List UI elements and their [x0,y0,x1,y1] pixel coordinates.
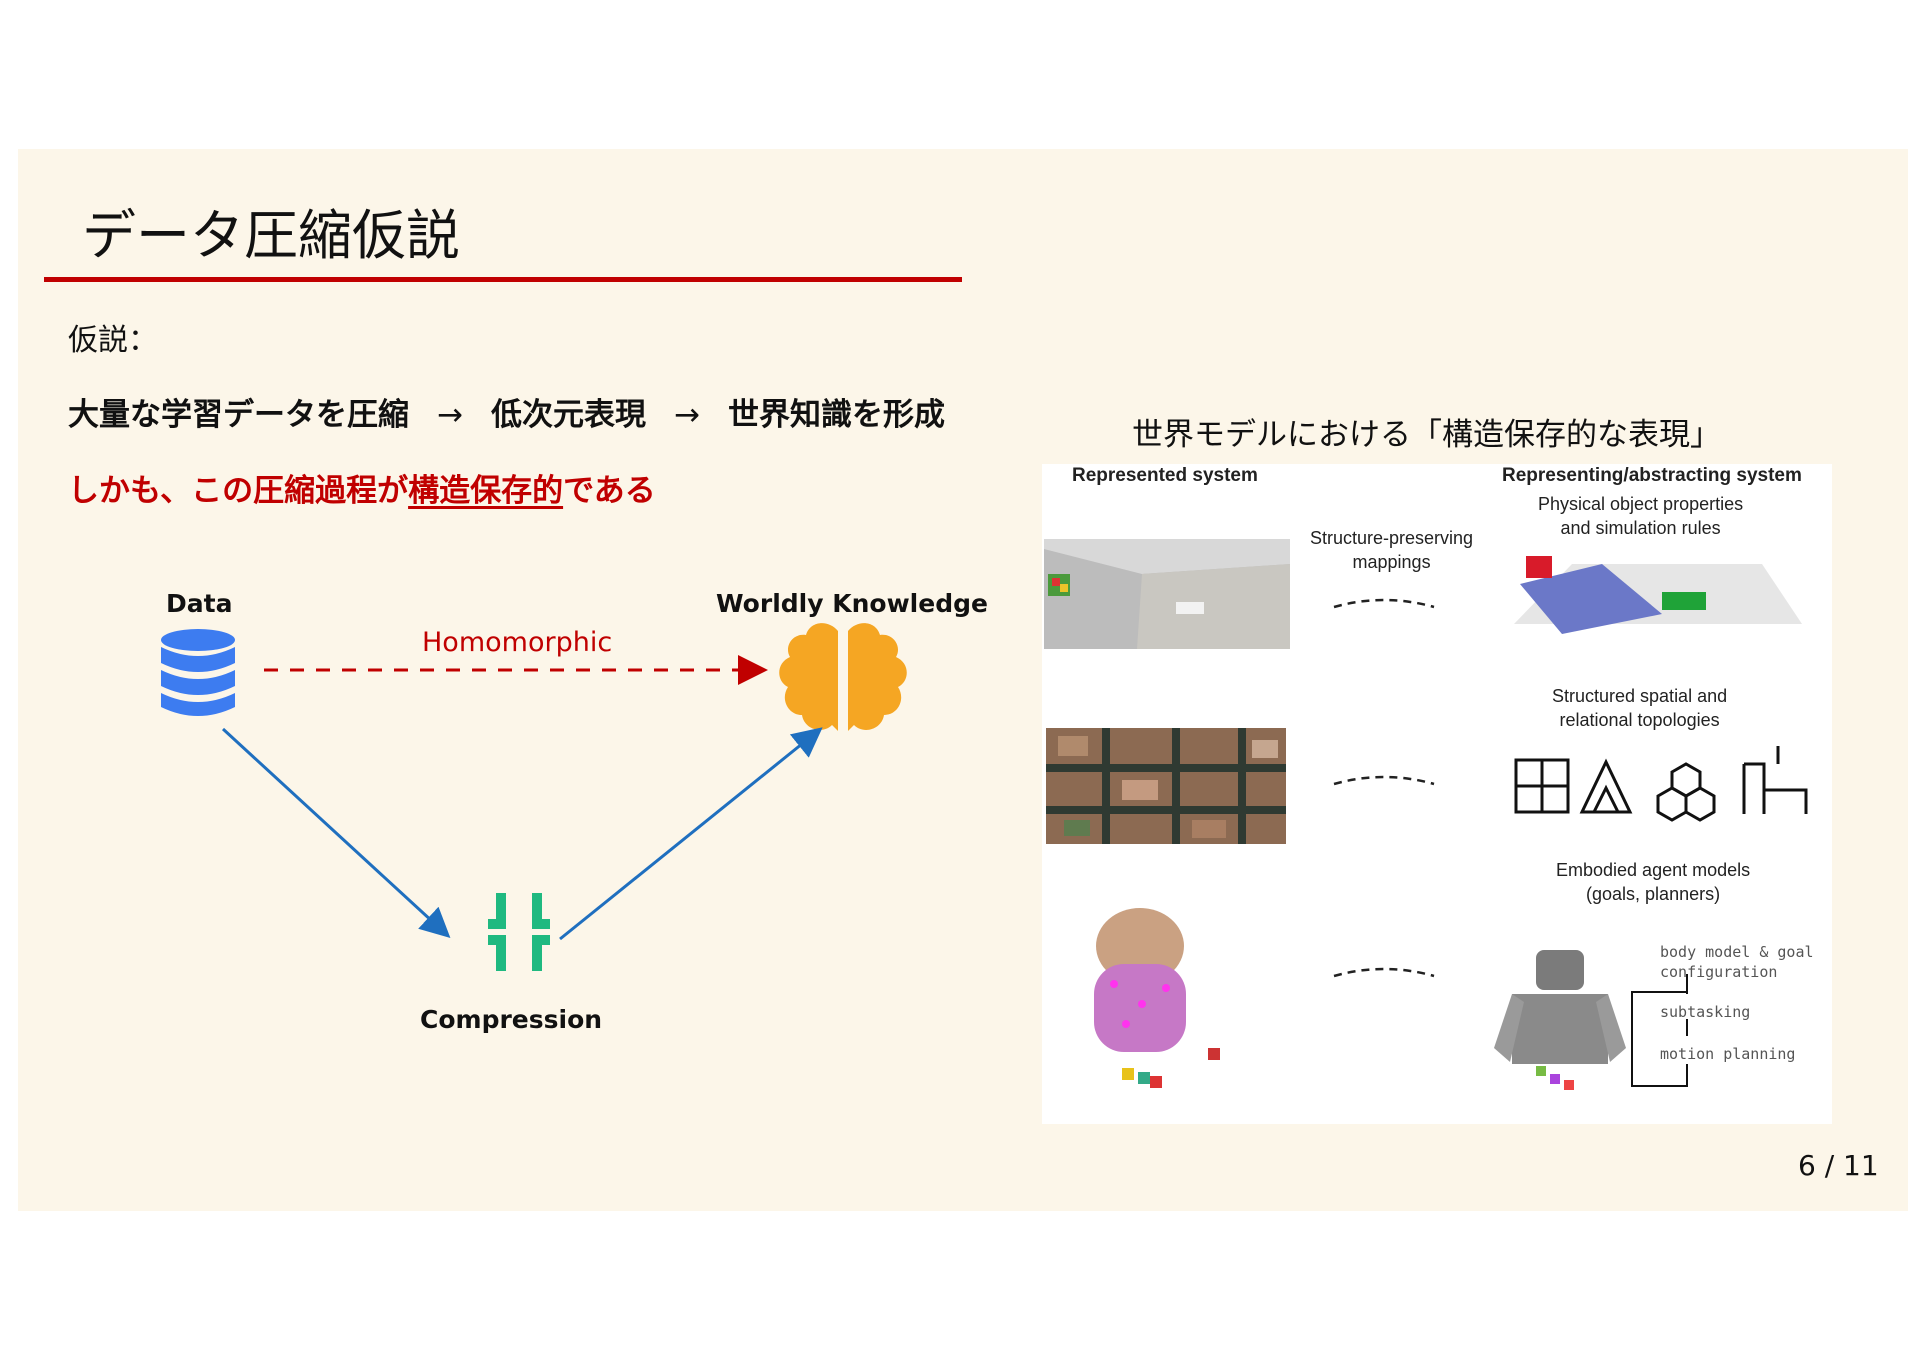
flow-arrow-1: → [437,397,463,433]
flow-arrow-2: → [673,397,700,433]
mapping-arrow-row2 [1333,775,1435,786]
hypothesis-flow: 大量な学習データを圧縮 → 低次元表現 → 世界知識を形成 [68,389,945,434]
agent-text-line1: body model & goal [1660,943,1814,961]
compress-icon [488,893,550,971]
represented-system-header: Represented system [1072,465,1258,486]
robot-model [1494,950,1626,1090]
planner-flow [1631,974,1688,1087]
knowledge-label: Worldly Knowledge [716,589,988,618]
photo-city-aerial [1046,728,1286,844]
brain-icon [779,623,907,733]
simulation-render [1514,556,1802,634]
slide-title: データ圧縮仮説 [82,204,460,267]
agent-text-line3: subtasking [1660,1003,1751,1021]
row3-label: Embodied agent models (goals, planners) [1556,860,1751,904]
mapping-arrow-row1 [1333,598,1435,609]
database-icon [161,629,235,716]
flow-step-lowdim: 低次元表現 [490,397,646,433]
mapping-label: Structure-preserving mappings [1310,528,1474,572]
slide: データ圧縮仮説 仮説： 大量な学習データを圧縮 → 低次元表現 → 世界知識を形成 しか… [18,149,1908,1211]
compression-label: Compression [420,1005,603,1034]
emphasis-before: しかも、この圧縮過程が [68,473,409,509]
topology-icons [1514,746,1808,822]
emphasis-line: しかも、この圧縮過程が構造保存的である [68,465,656,510]
agent-text-line4: motion planning [1660,1045,1796,1063]
homomorphic-label: Homomorphic [422,627,613,658]
figure-caption: 世界モデルにおける「構造保存的な表現」 [1132,417,1721,453]
mapping-arrow-row3 [1333,967,1435,978]
page-number: 6 / 11 [1798,1149,1879,1182]
title-underline [44,277,962,282]
flow-step-knowledge: 世界知識を形成 [727,397,945,433]
representing-system-header: Representing/abstracting system [1502,465,1802,486]
flow-step-compress: 大量な学習データを圧縮 [68,397,409,433]
agent-text-line2: configuration [1660,963,1778,981]
figure-graphics [1044,539,1808,1090]
world-model-figure: Represented system Representing/abstract… [1042,464,1832,1124]
row2-label: Structured spatial and relational topolo… [1552,686,1728,730]
row1-label: Physical object properties and simulatio… [1538,494,1744,538]
data-to-compression-arrow [221,727,451,939]
photo-child-blocks [1094,908,1220,1088]
compression-diagram [161,623,907,971]
compression-to-knowledge-arrow [559,727,823,941]
emphasis-underlined: 構造保存的 [408,473,564,509]
photo-tabletop [1044,539,1290,649]
emphasis-after: である [563,473,656,509]
hypothesis-label: 仮説： [68,323,158,358]
data-label: Data [166,589,233,618]
